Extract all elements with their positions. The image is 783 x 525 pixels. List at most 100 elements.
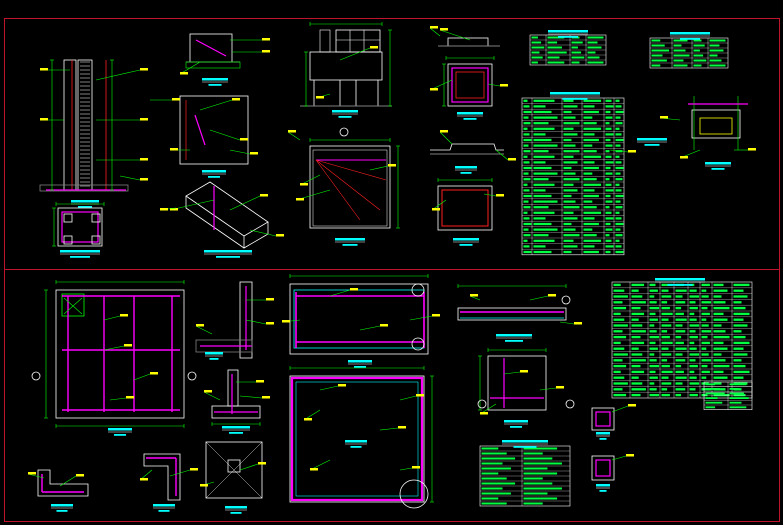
- schedule-table-1: [529, 34, 607, 66]
- table-cell-text: [615, 161, 622, 164]
- table-cell-text: [631, 335, 641, 339]
- table-cell-text: [605, 133, 614, 136]
- leader-line: [611, 405, 629, 413]
- column-elevation: [63, 59, 77, 191]
- table-cell-text: [563, 211, 574, 214]
- table-cell-text: [733, 306, 746, 310]
- leader-label-mark: [398, 426, 406, 429]
- table-cell-text: [481, 457, 516, 460]
- table-cell-text: [701, 318, 707, 321]
- leader-label-mark: [430, 26, 438, 29]
- view-title-mark: [453, 238, 479, 241]
- leader-line: [249, 229, 277, 237]
- table-cell-text: [675, 353, 683, 356]
- table-cell-text: [661, 295, 672, 298]
- table-cell-text: [613, 341, 621, 345]
- table-cell-text: [693, 49, 700, 52]
- view-scale-mark: [56, 510, 68, 512]
- table-cell-text: [689, 301, 696, 304]
- reinforcement-schedule-table: [521, 97, 625, 256]
- section-marker: [31, 371, 41, 381]
- table-cell-text: [613, 364, 627, 368]
- table-cell-text: [733, 376, 744, 379]
- table-cell-text: [523, 482, 553, 485]
- column-marker: [61, 293, 85, 317]
- leader-label-mark: [266, 298, 274, 301]
- leader-line: [109, 397, 127, 401]
- leader-line: [103, 345, 125, 351]
- table-cell-text: [605, 155, 612, 158]
- table-cell-text: [531, 41, 542, 44]
- table-cell-text: [661, 318, 669, 321]
- table-cell-text: [689, 324, 700, 327]
- pile-cap-core: [699, 117, 733, 135]
- table-cell-text: [563, 172, 576, 175]
- table-cell-text: [533, 172, 558, 175]
- table-cell-text: [583, 200, 593, 203]
- leader-label-mark: [150, 372, 158, 375]
- table-cell-text: [649, 359, 657, 362]
- table-cell-text: [675, 301, 686, 304]
- table-cell-text: [583, 228, 593, 231]
- table-cell-text: [631, 376, 639, 379]
- table-cell-text: [649, 295, 655, 298]
- view-scale-mark: [505, 340, 523, 342]
- table-cell-text: [689, 382, 700, 385]
- table-cell-text: [481, 447, 499, 450]
- leader-label-mark: [500, 84, 508, 87]
- table-cell-text: [481, 482, 516, 485]
- leader-line: [399, 395, 417, 401]
- table-cell-text: [673, 49, 686, 52]
- tank-top: [335, 29, 381, 53]
- table-cell-text: [613, 283, 621, 287]
- table-cell-text: [673, 54, 690, 57]
- table-cell-text: [605, 183, 612, 186]
- table-cell-text: [705, 401, 723, 404]
- table-cell-text: [533, 110, 552, 114]
- table-cell-text: [729, 397, 749, 400]
- table-cell-text: [615, 234, 623, 237]
- leader-line: [209, 129, 241, 141]
- tank-section-inner: [455, 71, 485, 99]
- table-cell-text: [713, 324, 722, 327]
- table-cell-text: [661, 306, 670, 310]
- leader-label-mark: [508, 158, 516, 161]
- view-scale-mark: [354, 366, 366, 368]
- view-title-mark: [705, 162, 731, 165]
- table-cell-text: [563, 189, 578, 192]
- table-cell-text: [583, 206, 597, 209]
- table-cell-text: [693, 39, 702, 42]
- table-cell-text: [733, 324, 748, 327]
- table-cell-text: [605, 138, 611, 142]
- table-cell-text: [705, 387, 720, 390]
- table-cell-text: [689, 306, 698, 310]
- table-cell-text: [531, 46, 545, 49]
- table-cell-text: [583, 110, 599, 114]
- table-cell-text: [675, 364, 682, 368]
- pit-diagonal: [205, 441, 263, 499]
- table-cell-text: [523, 222, 532, 226]
- table-cell-text: [705, 406, 716, 409]
- leader-label-mark: [276, 234, 284, 237]
- table-cell-text: [733, 318, 744, 321]
- leader-line: [27, 473, 45, 479]
- table-cell-text: [701, 283, 710, 287]
- table-cell-text: [615, 183, 620, 186]
- leader-label-mark: [628, 404, 636, 407]
- table-cell-text: [615, 116, 621, 119]
- table-cell-text: [605, 144, 613, 147]
- leader-line: [203, 391, 221, 401]
- table-cell-text: [563, 138, 572, 142]
- table-cell-text: [533, 127, 555, 130]
- leader-label-mark: [250, 152, 258, 155]
- table-cell-text: [713, 341, 724, 345]
- view-scale-mark: [229, 432, 243, 434]
- leader-line: [239, 395, 263, 399]
- leader-label-mark: [160, 208, 168, 211]
- table-cell-text: [661, 353, 672, 356]
- leader-label-mark: [180, 72, 188, 75]
- table-cell-text: [613, 335, 627, 339]
- table-cell-text: [675, 335, 682, 339]
- table-cell-text: [523, 492, 548, 495]
- table-cell-text: [673, 64, 688, 67]
